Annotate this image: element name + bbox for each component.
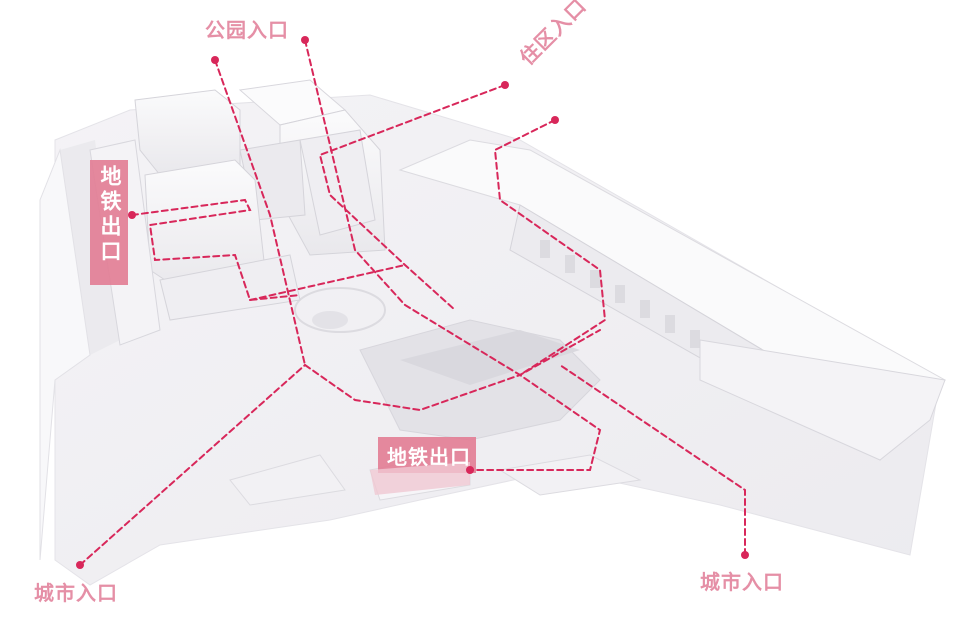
plaza-circle [294,287,386,333]
center-pavilion [299,129,376,236]
endpoint-park-a [211,56,219,64]
city-entrance-left-label: 城市入口 [34,581,118,605]
plaza-fountain [312,311,348,329]
lower-block-1 [229,454,346,506]
route-endpoints [76,36,749,569]
endpoint-residential [501,81,509,89]
endpoint-upper-right [551,116,559,124]
long-building-lower-wing [699,339,946,461]
route-metro-left [131,198,301,302]
route-inner [249,264,406,301]
route-city-right [559,364,746,556]
endpoint-city-right [741,551,749,559]
metro-exit-center-label: 地铁出口 [387,445,471,469]
endpoint-metro-center [466,466,474,474]
metro-exit-left-tag [90,160,128,285]
route-loop [304,329,601,412]
route-lines [79,39,746,566]
left-arcade-base [159,254,301,321]
route-upper-right [493,119,607,376]
route-park-a [214,59,306,366]
metro-exit-center-base [370,462,470,495]
endpoint-city-left [76,561,84,569]
metro-exit-left-label: 地铁出口 [98,165,122,265]
route-city-left [79,364,306,566]
city-entrance-right-label: 城市入口 [700,570,784,594]
route-residential [318,84,506,311]
endpoint-park-b [301,36,309,44]
park-entrance-label: 公园入口 [205,18,289,42]
lower-block-3 [498,454,642,496]
endpoint-metro-left [128,211,136,219]
left-curb [39,148,91,561]
